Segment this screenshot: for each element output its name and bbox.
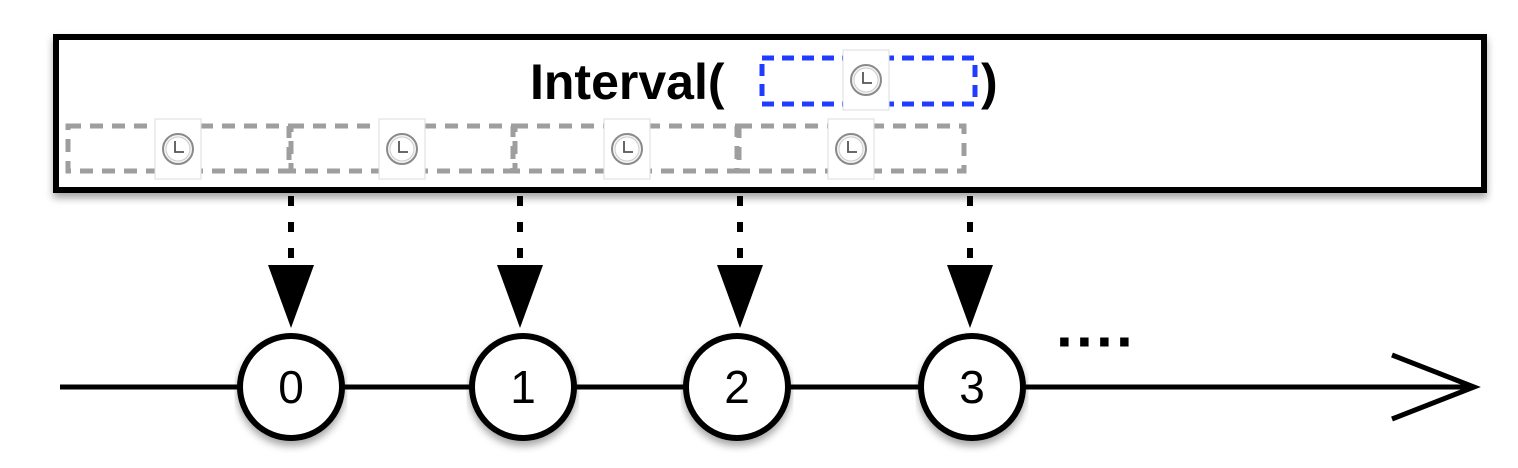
emission-arrow (497, 196, 543, 328)
clock-icon (827, 118, 875, 180)
emission-arrow (947, 196, 993, 328)
operator-title: Interval( (530, 54, 725, 110)
marble-2: 2 (683, 333, 791, 441)
marble-label: 3 (959, 361, 985, 413)
emission-arrow (268, 196, 314, 328)
marble-label: 1 (510, 361, 536, 413)
clock-icon (154, 118, 202, 180)
clock-icon (842, 49, 890, 111)
marble-1: 1 (469, 333, 577, 441)
clock-icon (603, 118, 651, 180)
operator-name-prefix: Interval( (530, 54, 725, 110)
marble-label: 0 (278, 361, 304, 413)
emission-arrow (717, 196, 763, 328)
operator-name-suffix: ) (981, 54, 998, 110)
marble-3: 3 (918, 333, 1026, 441)
continuation-ellipsis: ···· (1056, 308, 1136, 375)
marble-label: 2 (724, 361, 750, 413)
timeline-arrowhead (1391, 352, 1481, 422)
emission-arrows (268, 196, 993, 328)
marble-0: 0 (237, 333, 345, 441)
operator-box (53, 34, 1487, 193)
clock-icon (378, 118, 426, 180)
output-marbles: 0 1 2 3 (237, 333, 1026, 441)
